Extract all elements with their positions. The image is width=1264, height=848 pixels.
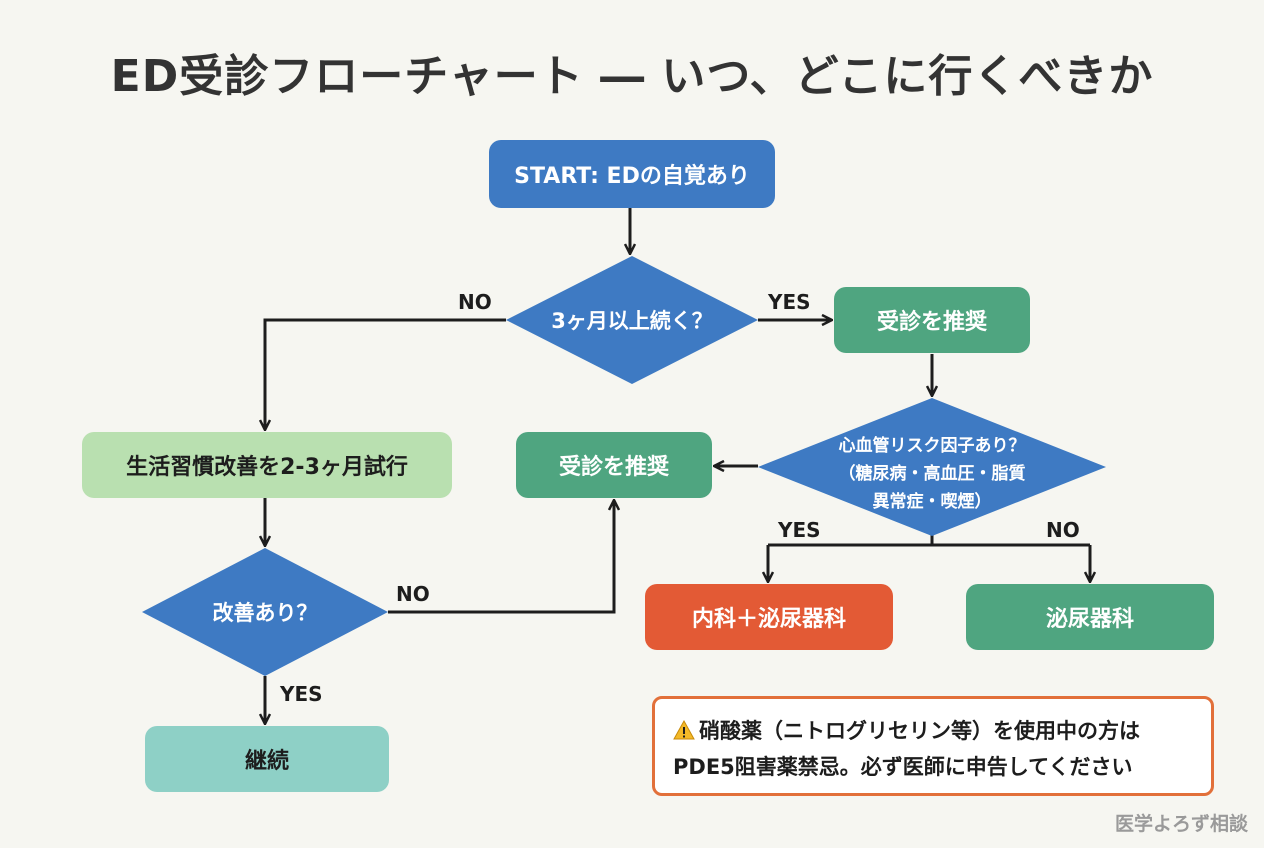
page-title: ED受診フローチャート ― いつ、どこに行くべきか	[110, 51, 1154, 102]
decision-improve-shape	[142, 548, 388, 676]
edge-risk-branch	[768, 535, 1090, 547]
edge-duration-no	[265, 318, 506, 430]
warning-text-line2: PDE5阻害薬禁忌。必ず医師に申告してください	[673, 755, 1133, 779]
footer-brand: 医学よろず相談	[1114, 813, 1248, 835]
decision-improve-label: 改善あり？	[212, 601, 318, 625]
decision-duration-shape	[506, 256, 758, 384]
edge-label-no-risk: NO	[1046, 518, 1080, 542]
warning-line1: 硝酸薬（ニトログリセリン等）を使用中の方は	[673, 713, 1193, 749]
edge-improve-no	[388, 500, 614, 614]
continue-node: 継続	[145, 726, 389, 792]
urology-node: 泌尿器科	[966, 584, 1214, 650]
edge-label-no-duration: NO	[458, 290, 492, 314]
internal-urology-node: 内科＋泌尿器科	[645, 584, 893, 650]
decision-risk-label: 心血管リスク因子あり？ （糖尿病・高血圧・脂質 異常症・喫煙）	[798, 432, 1066, 516]
nitrate-warning-box: 硝酸薬（ニトログリセリン等）を使用中の方は PDE5阻害薬禁忌。必ず医師に申告し…	[652, 696, 1214, 796]
risk-question-line1: 心血管リスク因子あり？	[838, 436, 1026, 456]
risk-question-line3: 異常症・喫煙）	[872, 492, 992, 512]
lifestyle-trial-node: 生活習慣改善を2-3ヶ月試行	[82, 432, 452, 498]
edge-label-no-improve: NO	[396, 582, 430, 606]
edge-label-yes-duration: YES	[768, 290, 811, 314]
decision-risk-shape	[758, 398, 1106, 536]
recommend-visit-top: 受診を推奨	[834, 287, 1030, 353]
recommend-visit-middle: 受診を推奨	[516, 432, 712, 498]
warning-text-line1: 硝酸薬（ニトログリセリン等）を使用中の方は	[699, 719, 1140, 743]
edge-label-yes-risk: YES	[778, 518, 821, 542]
edge-label-yes-improve: YES	[280, 682, 323, 706]
risk-question-line2: （糖尿病・高血圧・脂質	[838, 464, 1026, 484]
start-node: START: EDの自覚あり	[489, 140, 775, 208]
decision-duration-label: 3ヶ月以上続く？	[551, 309, 713, 333]
warning-icon	[673, 720, 695, 740]
